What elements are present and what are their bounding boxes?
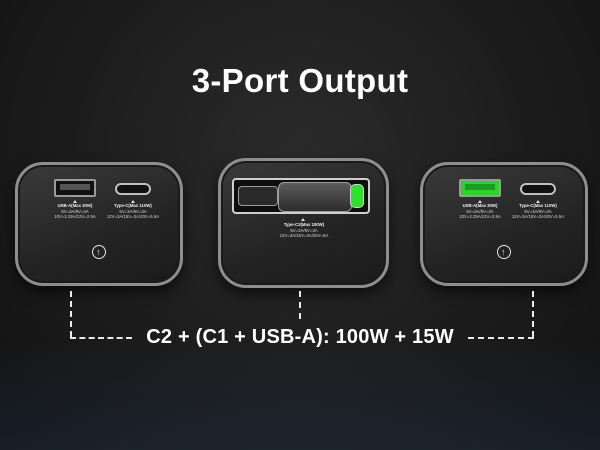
port-indicator-icon [131,200,135,203]
connector-line [70,291,72,337]
type-c-label: Type-C(Max 110W) 5V=3A/9V=3A 12V=3A/15V=… [106,203,160,219]
type-c2-label: Type-C2(Max 100W) 5V=3A/9V=3A 12V=3A/15V… [279,222,329,238]
output-formula: C2 + (C1 + USB-A): 100W + 15W [146,326,454,348]
cable-plug-icon [278,182,352,212]
port-indicator-icon [73,200,77,203]
usb-a-label: USB-A(Max 30W) 5V=3A/9V=3A 10V=2.25A/12V… [459,203,501,219]
power-button-icon: ↑ [92,245,106,259]
port-indicator-icon [301,218,305,221]
power-button-icon: ↑ [497,245,511,259]
charger-left: USB-A(Max 30W) 5V=3A/9V=3A 10V=2.25A/12V… [15,162,183,286]
usb-a-plug-icon [238,186,278,206]
connector-line [468,337,534,339]
plugged-cables [232,178,370,214]
connector-line [532,291,534,337]
port-indicator-icon [478,200,482,203]
connector-line [299,291,301,319]
page-title: 3-Port Output [191,62,409,99]
charger-right: USB-A(Max 30W) 5V=3A/9V=3A 10V=2.25A/12V… [420,162,588,286]
usb-c-port-icon [115,183,151,195]
type-c-label: Type-C(Max 110W) 5V=3A/9V=3A 12V=3A/15V=… [511,203,565,219]
port-indicator-icon [536,200,540,203]
usb-c-port-icon [520,183,556,195]
background-glow [0,340,600,450]
usb-a-port-icon [54,179,96,197]
connector-line [70,337,132,339]
usb-a-label: USB-A(Max 30W) 5V=3A/9V=3A 10V=2.25A/12V… [54,203,96,219]
usb-c-plug-icon [350,184,364,208]
usb-a-port-active-icon [459,179,501,197]
